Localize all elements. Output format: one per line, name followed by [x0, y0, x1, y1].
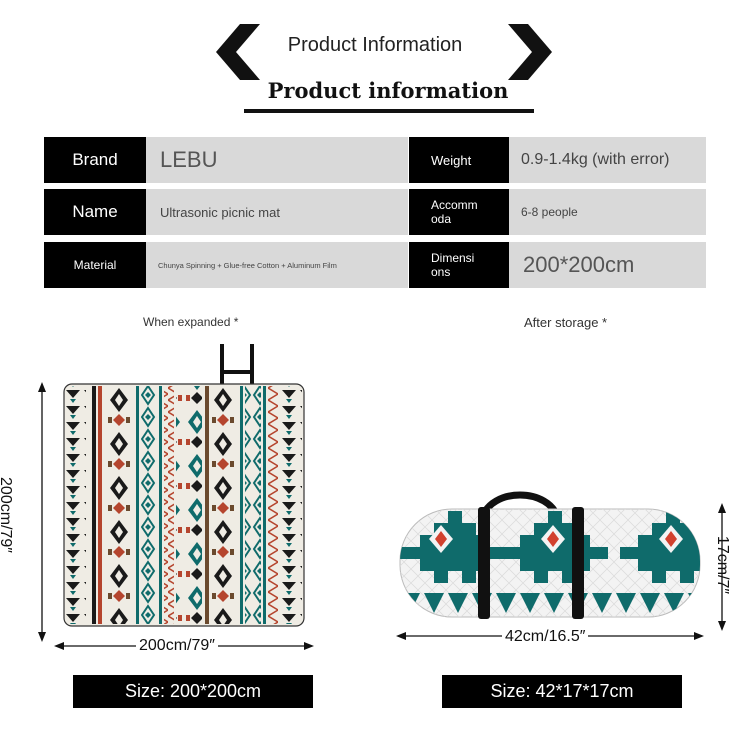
mat-height-label: 200cm/79″ [0, 477, 14, 553]
spec-label-dimensions: Dimensi ons [409, 242, 509, 288]
roll-height-label: 17cm/7″ [714, 535, 732, 595]
spec-value-dimensions: 200*200cm [509, 242, 706, 288]
mat-height-arrow [38, 382, 46, 642]
header-title-en: Product Information [287, 34, 463, 56]
roll-illustration [396, 491, 726, 640]
spec-value-accommodation: 6-8 people [509, 189, 706, 235]
mat-size-badge: Size: 200*200cm [73, 675, 313, 708]
spec-value-name: Ultrasonic picnic mat [146, 189, 408, 235]
spec-label-weight: Weight [409, 137, 509, 183]
roll-strap-right [572, 507, 584, 619]
spec-label-brand: Brand [44, 137, 146, 183]
mat-illustration [38, 344, 314, 650]
spec-label-name: Name [44, 189, 146, 235]
spec-value-weight: 0.9-1.4kg (with error) [509, 137, 706, 183]
mat-handle [220, 344, 254, 384]
header-underline [244, 109, 534, 113]
chevron-left-icon [216, 24, 260, 80]
spec-label-material: Material [44, 242, 146, 288]
spec-value-material: Chunya Spinning + Glue-free Cotton + Alu… [146, 242, 408, 288]
spec-label-accommodation: Accomm oda [409, 189, 509, 235]
caption-storage: After storage * [524, 315, 608, 330]
chevron-right-icon [508, 24, 552, 80]
mat-width-label: 200cm/79″ [136, 637, 218, 655]
caption-expanded: When expanded * [143, 315, 239, 329]
roll-size-badge: Size: 42*17*17cm [442, 675, 682, 708]
roll-height-arrow [718, 503, 726, 631]
roll-width-label: 42cm/16.5″ [502, 628, 589, 646]
header-title-main: Product information [267, 78, 509, 103]
roll-strap-left [478, 507, 490, 619]
spec-value-brand: LEBU [146, 137, 408, 183]
